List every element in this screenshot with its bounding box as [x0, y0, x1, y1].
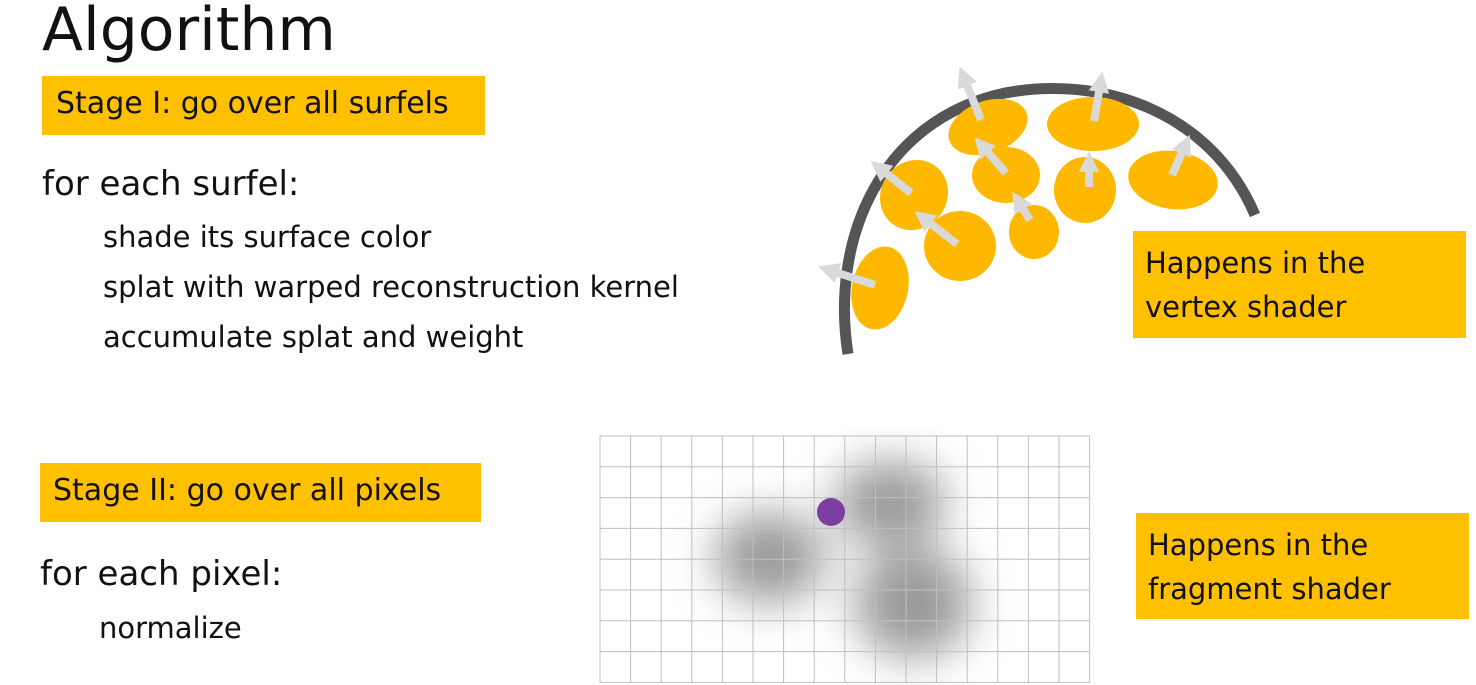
blurred-splats — [715, 461, 971, 658]
normal-arrow — [974, 137, 1010, 176]
normal-arrow — [957, 66, 985, 122]
stage-1-label: Stage I: go over all surfels — [42, 76, 485, 135]
normal-arrows — [818, 66, 1191, 289]
surfel-diagram — [818, 66, 1261, 355]
surfel — [1009, 205, 1059, 259]
stage-2-label: Stage II: go over all pixels — [40, 463, 481, 522]
surfel — [924, 211, 996, 281]
normal-arrow — [1088, 71, 1110, 122]
splat — [715, 513, 825, 603]
fragment-shader-note: Happens in the fragment shader — [1136, 513, 1469, 619]
surfel-splats — [851, 97, 1218, 330]
step-accumulate: accumulate splat and weight — [103, 320, 524, 354]
pixel-grid — [599, 435, 1091, 683]
pixel-grid-diagram — [599, 435, 1091, 683]
vertex-shader-note: Happens in the vertex shader — [1133, 231, 1466, 338]
surfel — [948, 98, 1028, 156]
step-normalize: normalize — [99, 611, 242, 645]
step-splat-kernel: splat with warped reconstruction kernel — [103, 270, 679, 304]
pixel-dot — [817, 498, 845, 526]
normal-arrow — [914, 211, 960, 248]
normal-arrow — [1012, 191, 1034, 223]
normal-arrow — [1168, 134, 1191, 177]
vertex-note-line-1: Happens in the — [1145, 246, 1366, 280]
splat — [835, 461, 945, 545]
fragment-note-line-1: Happens in the — [1148, 528, 1369, 562]
normal-arrow — [818, 263, 877, 289]
splat — [855, 548, 971, 658]
surfel — [1128, 150, 1218, 210]
fragment-note-line-2: fragment shader — [1148, 572, 1391, 606]
surfel — [1054, 157, 1116, 223]
vertex-note-line-2: vertex shader — [1145, 290, 1347, 324]
step-shade-color: shade its surface color — [103, 220, 432, 254]
surfel — [851, 246, 909, 330]
normal-arrow — [870, 160, 914, 197]
pixel-loop-header: for each pixel: — [40, 554, 283, 594]
surfel-loop-header: for each surfel: — [42, 164, 300, 204]
surfel — [1047, 97, 1139, 151]
surfel — [972, 147, 1040, 203]
curved-surface — [839, 83, 1261, 355]
slide-title: Algorithm — [42, 0, 336, 65]
